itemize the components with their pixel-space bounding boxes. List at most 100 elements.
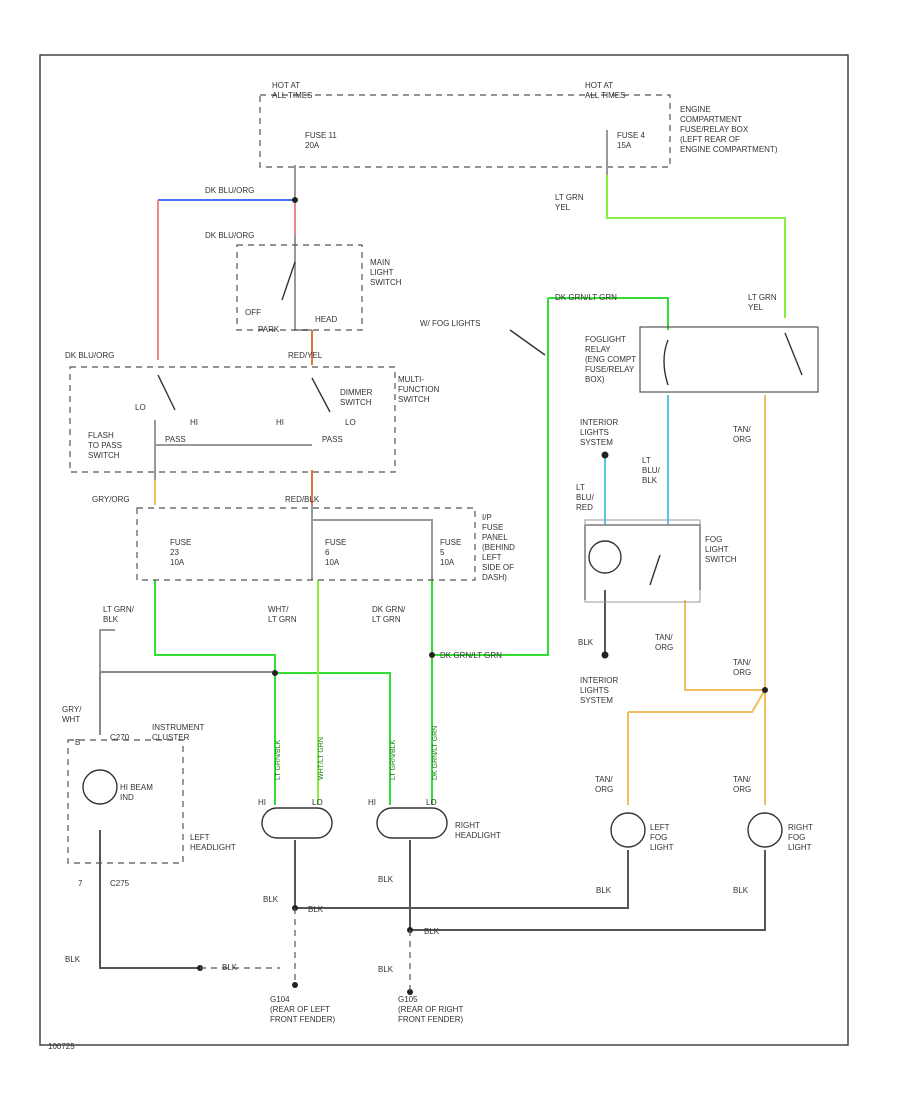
switch-head-label: HEAD [315, 315, 337, 324]
wire-label-tan-org-3: TAN/ORG [733, 658, 751, 677]
wire-tan-org-int [628, 689, 766, 713]
fog-switch-indicator-lamp [588, 540, 622, 574]
relay-coil [663, 339, 669, 386]
wire-label-dk-grn-lt-grn-top: DK GRN/LT GRN [555, 293, 617, 302]
c275-label: C275 [110, 879, 130, 888]
wire-gray-5 [312, 519, 433, 580]
switch-off-label: OFF [245, 308, 261, 317]
vertical-label-2: WHT/LT GRN [318, 737, 325, 780]
wire-label-wht-lt-grn: WHT/LT GRN [268, 605, 297, 624]
wire-label-dk-blu-org-2: DK BLU/ORG [205, 231, 254, 240]
wire-blk-ground-2 [409, 840, 766, 931]
vertical-label-1: LT GRN/BLK [275, 739, 282, 780]
wire-blk-left [99, 830, 200, 969]
pin-b-label: B [75, 738, 80, 747]
fog-switch-blade [649, 554, 661, 586]
wire-label-dk-blu-org-3: DK BLU/ORG [65, 351, 114, 360]
junction [292, 197, 298, 203]
fog-switch-box [584, 519, 701, 603]
hi-label-2: HI [276, 418, 284, 427]
wire-lt-grn-blk-right [275, 672, 391, 805]
dimmer-switch-blade [311, 377, 331, 413]
wire-label-blk-5: BLK [596, 886, 612, 895]
hl-lo-label-left: LO [312, 798, 323, 807]
pass-label-2: PASS [322, 435, 343, 444]
wire-label-blk-3: BLK [378, 875, 394, 884]
relay-switch-blade [784, 332, 803, 376]
wire-label-dk-grn-lt-grn-mid: DK GRN/LT GRN [440, 651, 502, 660]
engine-fuse-box [259, 94, 671, 168]
hi-label-1: HI [190, 418, 198, 427]
vertical-label-4: DK GRN/LT GRN [432, 726, 439, 780]
wire-set [99, 130, 786, 969]
junction [601, 451, 609, 459]
junction [272, 670, 278, 676]
flash-switch-blade [157, 374, 176, 411]
wire-gray-8 [585, 524, 701, 590]
left-fog-lamp [610, 812, 646, 848]
fog-relay-box [639, 326, 819, 393]
wire-lt-grn-blk [154, 580, 276, 805]
wire-label-blk-9: BLK [378, 965, 394, 974]
wire-label-blk-8: BLK [222, 963, 238, 972]
vertical-label-3: LT GRN/BLK [390, 739, 397, 780]
wire-label-red-yel: RED/YEL [288, 351, 323, 360]
c270-label: C270 [110, 733, 130, 742]
hl-hi-label-right: HI [368, 798, 376, 807]
diagram-frame [39, 54, 849, 1046]
instrument-cluster-box [67, 739, 184, 864]
wire-label-gry-wht: GRY/WHT [62, 705, 82, 724]
main-light-switch-box [236, 244, 363, 331]
switch-symbols [157, 261, 803, 586]
hl-lo-label-right: LO [426, 798, 437, 807]
pass-label-1: PASS [165, 435, 186, 444]
wire-label-dk-grn-lt-grn: DK GRN/LT GRN [372, 605, 406, 624]
junction [429, 652, 435, 658]
wire-label-tan-org-2: TAN/ORG [655, 633, 673, 652]
leader-fog [509, 329, 546, 356]
lo-label-1: LO [135, 403, 146, 412]
junction [762, 687, 768, 693]
main-switch-blade [281, 261, 296, 301]
wire-lt-grn-yel [606, 175, 786, 318]
wire-dk-grn-lt-grn-top [548, 297, 669, 330]
w-fog-lights-label: W/ FOG LIGHTS [420, 319, 480, 328]
wire-label-tan-org-1: TAN/ORG [733, 425, 751, 444]
wire-gray-10 [99, 629, 115, 672]
hi-beam-indicator-lamp [82, 769, 118, 805]
lo-label-2: LO [345, 418, 356, 427]
figure-id: 100725 [48, 1042, 75, 1051]
wire-label-tan-org-4: TAN/ORG [595, 775, 613, 794]
wire-label-red-blk: RED/BLK [285, 495, 320, 504]
wire-label-tan-org-5: TAN/ORG [733, 775, 751, 794]
ground-g105 [407, 989, 413, 995]
ip-fuse-panel-box [136, 507, 476, 581]
left-headlight-lamp [261, 807, 333, 839]
wire-label-blk-1: BLK [263, 895, 279, 904]
pin-7-label: 7 [78, 879, 83, 888]
wire-dk-grn-lt-grn-down [432, 298, 549, 656]
wire-blk-ground-1 [294, 840, 629, 909]
